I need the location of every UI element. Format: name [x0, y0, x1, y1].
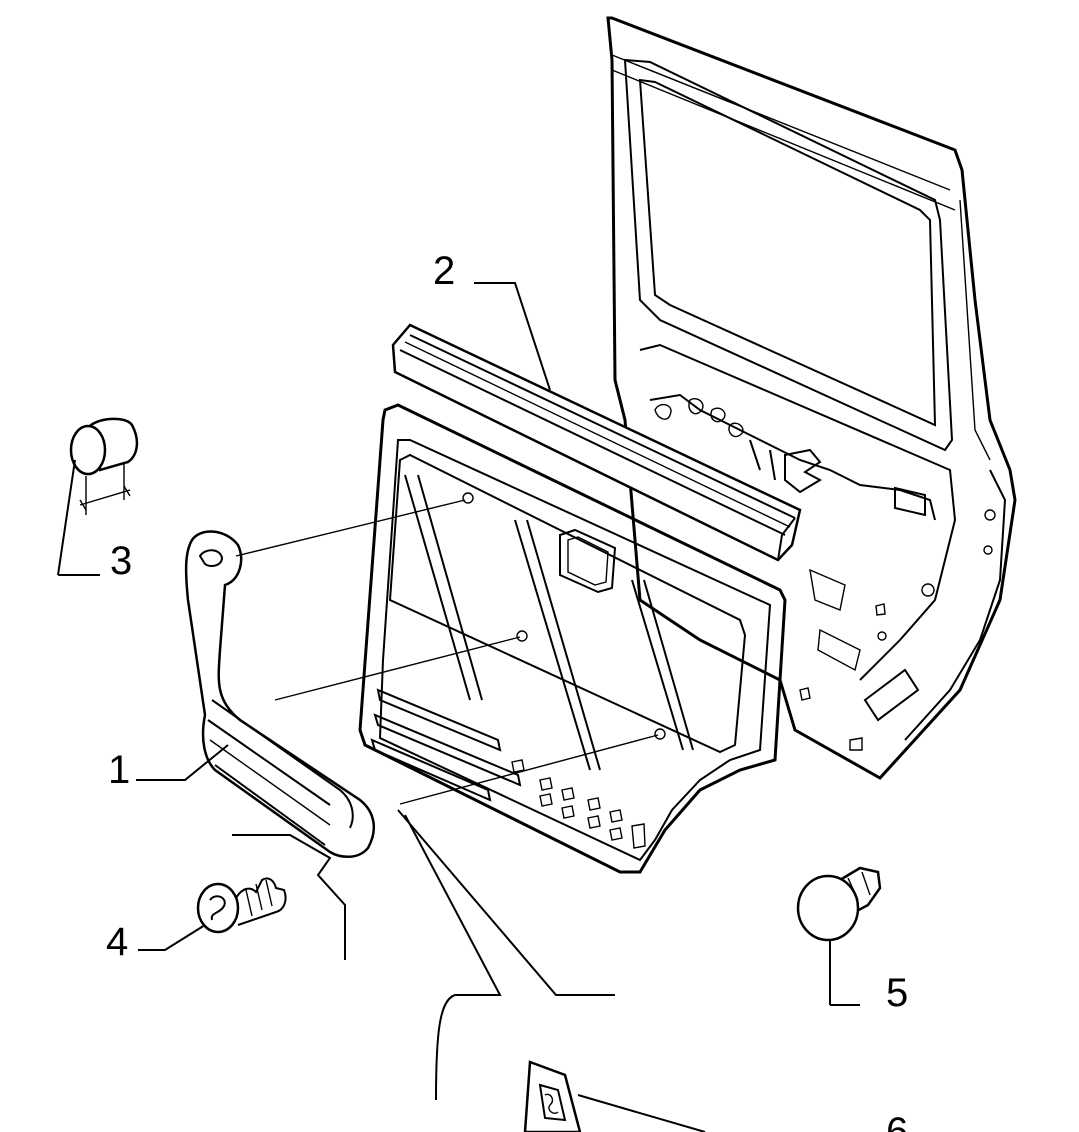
window-belt-weatherstrip: [391, 323, 802, 562]
plug-cap: [69, 417, 139, 515]
clip-bracket: [523, 1060, 582, 1132]
callout-1: 1: [108, 748, 130, 792]
screw: [196, 877, 287, 934]
callout-3: 3: [110, 539, 132, 583]
callout-4: 4: [106, 920, 128, 964]
callout-2: 2: [433, 249, 455, 293]
push-clip: [796, 866, 882, 942]
assembly-leader-lines: [235, 499, 659, 805]
switch-cluster: [511, 759, 646, 849]
door-pull-handle: [184, 530, 376, 858]
door-shell: [606, 16, 1017, 780]
callout-leaders: [57, 282, 860, 1132]
callout-6: 6: [886, 1110, 908, 1132]
callout-5: 5: [886, 971, 908, 1015]
